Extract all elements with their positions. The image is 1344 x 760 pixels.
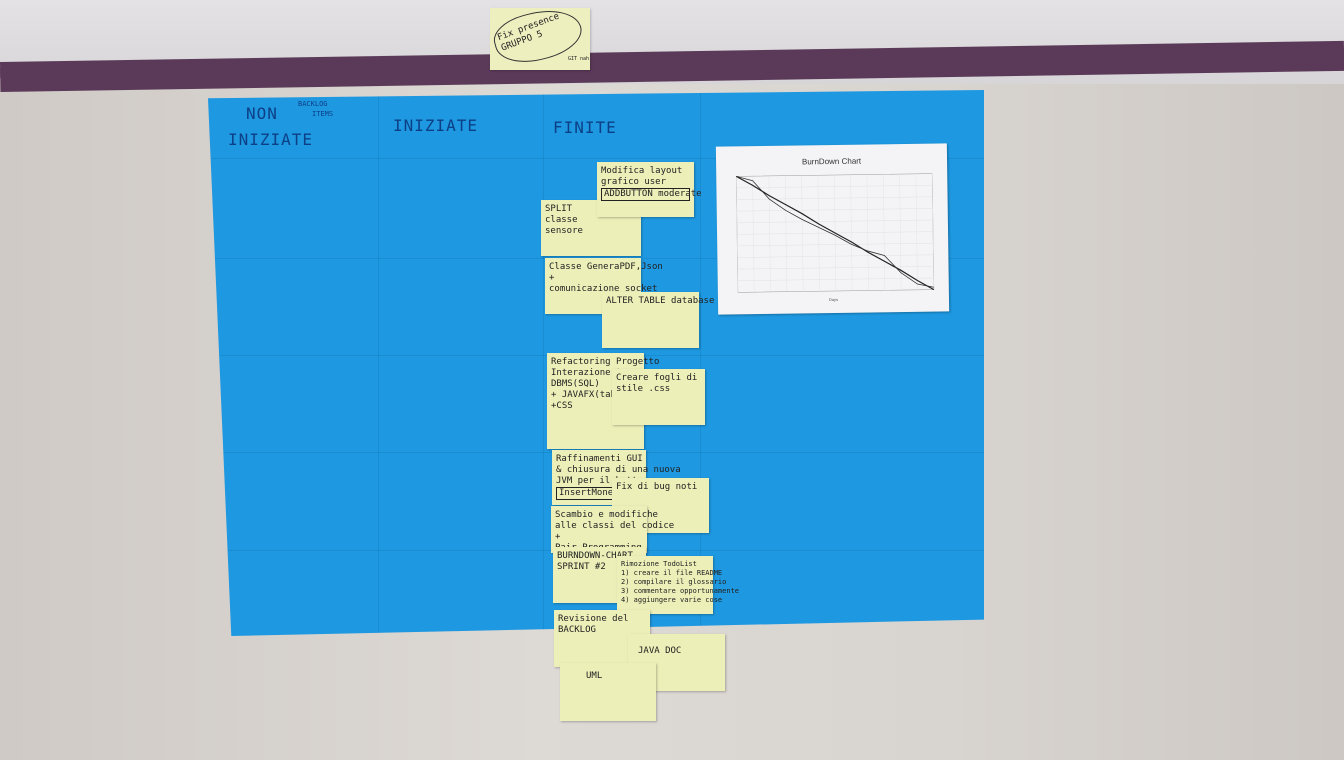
column-header-iniziate: INIZIATE bbox=[393, 116, 479, 135]
sticky-note-rimozione: Rimozione TodoList 1) creare il file REA… bbox=[617, 556, 740, 614]
column-divider bbox=[700, 90, 701, 636]
note-line: BURNDOWN-CHART bbox=[557, 551, 633, 561]
note-line: alle classi del codice bbox=[555, 521, 675, 531]
note-line: SPLIT bbox=[545, 204, 573, 214]
sticky-note-scambio: Scambio e modifiche alle classi del codi… bbox=[551, 506, 675, 553]
column-header-items: ITEMS bbox=[312, 110, 334, 118]
top-note-tag: GIT nah bbox=[568, 56, 590, 62]
chart-gridline bbox=[850, 174, 853, 291]
chart-series-line-2 bbox=[736, 175, 934, 288]
chart-gridline bbox=[785, 175, 788, 292]
column-header-finite: FINITE bbox=[553, 118, 617, 137]
note-line: stile .css bbox=[616, 384, 671, 394]
note-line: sensore bbox=[545, 226, 583, 236]
chart-gridline bbox=[915, 173, 918, 290]
note-line: Classe GeneraPDF,Json bbox=[549, 262, 663, 272]
note-line: UML bbox=[586, 671, 603, 681]
note-line: SPRINT #2 bbox=[557, 562, 606, 572]
note-line: Creare fogli di bbox=[616, 373, 698, 383]
sticky-note-classe: Classe GeneraPDF,Json + comunicazione so… bbox=[545, 258, 663, 314]
column-header-backlog: BACKLOG bbox=[298, 100, 328, 108]
top-sticky-note: Fix presence GRUPPO 5 GIT nah bbox=[489, 1, 590, 71]
note-line: BACKLOG bbox=[558, 625, 596, 635]
note-line: JVM per il bottone bbox=[556, 476, 654, 486]
chart-series-line-1 bbox=[735, 175, 935, 291]
chart-gridline bbox=[932, 173, 935, 290]
note-line: grafico user bbox=[601, 177, 667, 187]
note-line-boxed: ADDBUTTON moderate bbox=[601, 188, 702, 201]
chart-gridline bbox=[736, 176, 739, 293]
note-line: Scambio e modifiche bbox=[555, 510, 658, 520]
sticky-note-modifica-layout: Modifica layout grafico user ADDBUTTON m… bbox=[597, 162, 702, 217]
note-line: classe bbox=[545, 215, 578, 225]
column-header-non-iniziate: INIZIATE bbox=[228, 130, 314, 149]
note-line: Interazione tra: bbox=[551, 368, 638, 378]
note-line: 3) commentare opportunamente bbox=[621, 587, 740, 595]
note-line: 2) compilare il glossario bbox=[621, 578, 727, 586]
column-divider bbox=[543, 90, 544, 636]
sticky-note-uml: UML bbox=[560, 663, 656, 721]
chart-gridline bbox=[866, 174, 869, 291]
note-line: + bbox=[555, 532, 561, 542]
note-line: Raffinamenti GUI bbox=[556, 454, 643, 464]
note-line: +CSS bbox=[551, 401, 573, 411]
note-line: 1) creare il file README bbox=[621, 569, 723, 577]
burndown-chart-printout: BurnDown Chart Days bbox=[715, 143, 950, 315]
note-line: Rimozione TodoList bbox=[621, 560, 697, 568]
note-line: Refactoring Progetto bbox=[551, 357, 660, 367]
note-line: JAVA DOC bbox=[638, 646, 682, 656]
chart-gridline bbox=[817, 175, 820, 292]
note-line: DBMS(SQL) bbox=[551, 379, 600, 389]
note-line: ALTER TABLE database bbox=[606, 296, 715, 306]
chart-gridline bbox=[883, 174, 886, 291]
row-divider bbox=[208, 158, 984, 159]
sticky-note-creare-fogli: Creare fogli di stile .css bbox=[612, 369, 705, 425]
chart-gridline bbox=[752, 176, 755, 293]
column-header-non: NON bbox=[246, 104, 278, 123]
column-divider bbox=[378, 90, 379, 636]
sticky-note-alter-table: ALTER TABLE database bbox=[602, 292, 715, 348]
note-line: + bbox=[549, 273, 555, 283]
note-line: comunicazione socket bbox=[549, 284, 658, 294]
note-line: Fix di bug noti bbox=[616, 482, 698, 492]
note-line: 4) aggiungere varie cose bbox=[621, 596, 723, 604]
note-line: + JAVAFX(tabella) bbox=[551, 390, 644, 400]
note-line: Revisione del bbox=[558, 614, 629, 624]
note-line: & chiusura di una nuova bbox=[556, 465, 681, 475]
chart-gridline bbox=[801, 175, 804, 292]
burndown-chart bbox=[735, 173, 935, 293]
note-line: Modifica layout bbox=[601, 166, 683, 176]
